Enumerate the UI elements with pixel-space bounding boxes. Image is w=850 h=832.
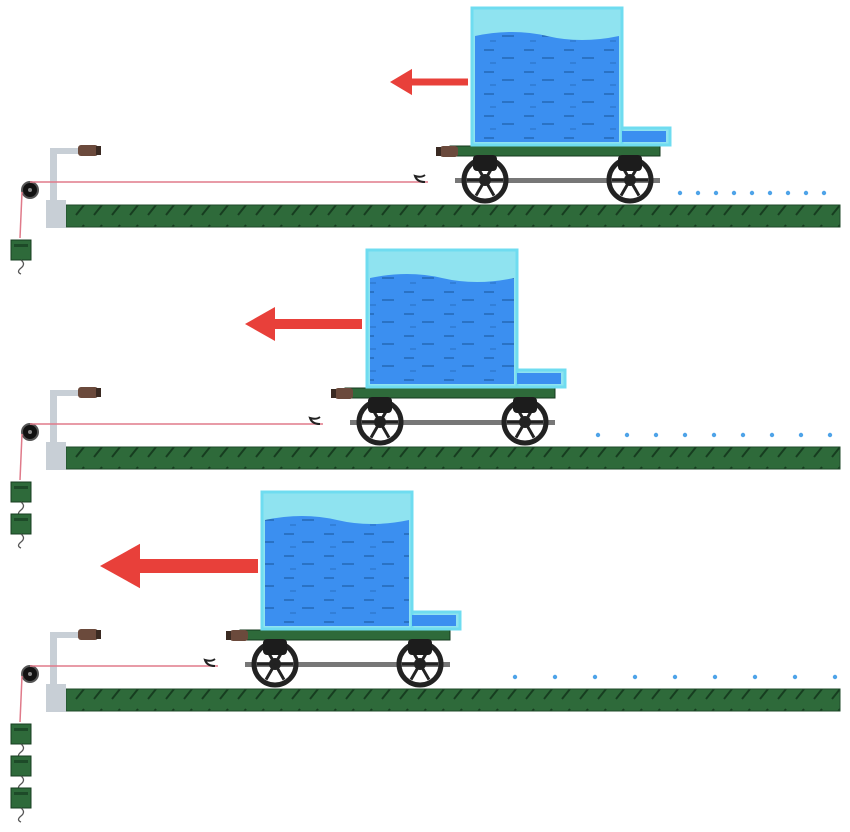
cart (308, 387, 556, 446)
drip-dot (803, 190, 809, 196)
drip-dot (713, 190, 719, 196)
drip-dot (552, 674, 558, 680)
cart (413, 145, 661, 204)
water (370, 274, 514, 384)
drip-dot (712, 674, 718, 680)
clamp-screw (78, 387, 98, 398)
drip-dot (752, 674, 758, 680)
water-drips (512, 674, 838, 680)
track (65, 204, 841, 228)
cart-platform (239, 629, 451, 641)
clamp-screw (78, 629, 98, 640)
cart-platform (344, 387, 556, 399)
panel-3 (10, 490, 841, 823)
cart-clamp (335, 388, 353, 399)
drip-dot (632, 674, 638, 680)
hanging-weight (10, 239, 32, 275)
drip-dot (682, 432, 688, 438)
drip-dot (821, 190, 827, 196)
drip-dot (595, 432, 601, 438)
drip-dot (792, 674, 798, 680)
panel-2 (10, 248, 841, 549)
wheel (396, 639, 444, 688)
cart-hook (308, 416, 321, 425)
drip-dot (740, 432, 746, 438)
drip-dot (624, 432, 630, 438)
drip-dot (769, 432, 775, 438)
axle-bar (350, 420, 555, 425)
hanging-weight (10, 513, 32, 549)
drip-dot (827, 432, 833, 438)
drip-dot (711, 432, 717, 438)
pulley-stand (46, 629, 101, 712)
drip-dot (785, 190, 791, 196)
wheel (461, 155, 509, 204)
drip-dot (695, 190, 701, 196)
water-tank (470, 6, 672, 147)
hanging-weight (10, 755, 32, 791)
wheel (501, 397, 549, 446)
cart-hook (203, 658, 216, 667)
drip-dot (672, 674, 678, 680)
drip-dot (512, 674, 518, 680)
cart-clamp (440, 146, 458, 157)
water (265, 516, 409, 626)
drip-dot (798, 432, 804, 438)
drip-dot (832, 674, 838, 680)
wheel (251, 639, 299, 688)
track (65, 446, 841, 470)
water-drips (677, 190, 827, 196)
water-drips (595, 432, 833, 438)
clamp-screw (78, 145, 98, 156)
hanging-weight (10, 723, 32, 759)
cart-hook (413, 174, 426, 183)
drip-dot (767, 190, 773, 196)
string-vertical (19, 433, 23, 481)
force-arrow (100, 543, 258, 589)
pulley-stand (46, 145, 101, 228)
water-tank (365, 248, 567, 389)
track (65, 688, 841, 712)
wheel (606, 155, 654, 204)
drip-dot (749, 190, 755, 196)
water (475, 32, 619, 142)
axle-bar (245, 662, 450, 667)
cart (203, 629, 451, 688)
water-tank (260, 490, 462, 631)
force-arrow (390, 68, 468, 96)
hanging-weight (10, 481, 32, 517)
pulley-stand (46, 387, 101, 470)
force-arrow (245, 307, 362, 341)
wheel (356, 397, 404, 446)
drip-dot (677, 190, 683, 196)
panel-1 (10, 6, 841, 275)
hanging-weight (10, 787, 32, 823)
cart-platform (449, 145, 661, 157)
string-vertical (19, 675, 23, 723)
drip-dot (592, 674, 598, 680)
drip-dot (731, 190, 737, 196)
string-vertical (19, 191, 23, 239)
axle-bar (455, 178, 660, 183)
cart-clamp (230, 630, 248, 641)
drip-dot (653, 432, 659, 438)
